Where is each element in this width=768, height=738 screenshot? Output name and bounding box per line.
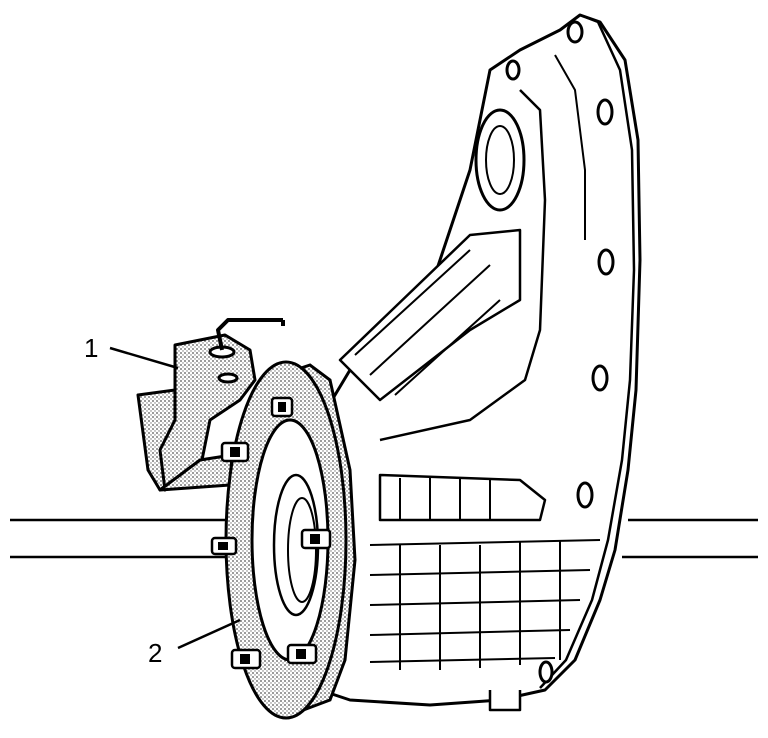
support-bracket-icon [136, 318, 285, 492]
leader-lines [109, 346, 241, 650]
callout-label-1: 1 [84, 333, 99, 363]
callout-label-2: 2 [148, 638, 163, 668]
adapter-plate-icon [210, 360, 357, 720]
leader-line-1 [109, 346, 179, 370]
transmission-case-icon [293, 13, 642, 712]
stand-rails [10, 518, 758, 559]
leader-line-2 [177, 618, 241, 650]
